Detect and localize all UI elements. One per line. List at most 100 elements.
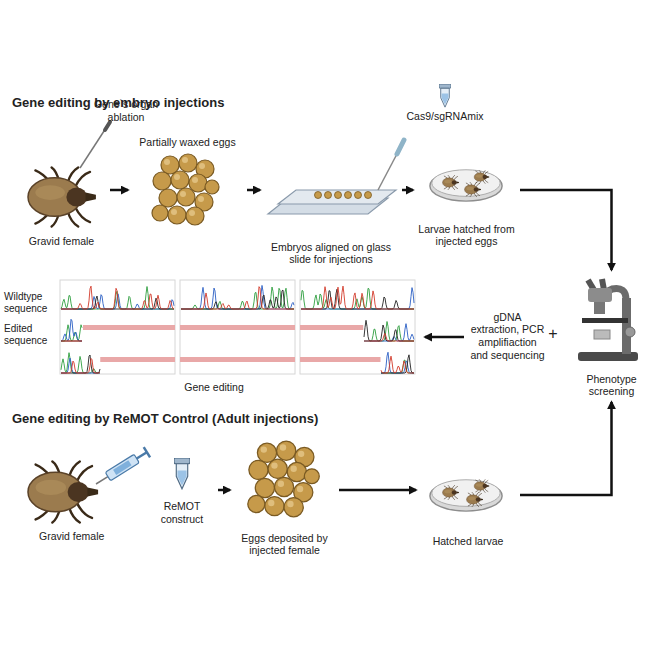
- cas9-tube-part: [439, 84, 451, 107]
- ablation-needle-part: [105, 122, 110, 130]
- step-caption: Embryos aligned on glass slide for injec…: [265, 241, 397, 266]
- figure-step: Partially waxed eggs: [130, 134, 245, 231]
- petri-dish-bottom-part: [443, 485, 459, 499]
- chromatogram-panel-part: [83, 325, 175, 330]
- chromatogram-panel-part: [61, 341, 82, 342]
- flow-arrow: [402, 189, 413, 192]
- ablation-needle: [80, 122, 110, 168]
- egg-cluster-top-part: [152, 154, 219, 225]
- flow-arrow: [520, 402, 612, 495]
- figure-step: Hatched larvae: [418, 460, 518, 550]
- chromatogram-panel-part: [61, 287, 174, 309]
- petri-dish-bottom-part: [430, 480, 502, 511]
- step-caption: Phenotype screening: [568, 373, 655, 398]
- annotation-label: Gene`s organ ablation: [86, 98, 166, 123]
- step-caption: Eggs deposited by injected female: [235, 532, 334, 557]
- egg-cluster-top: [152, 154, 219, 225]
- chromatogram-panel-part: [61, 358, 100, 373]
- chromatogram-panel-part: [301, 286, 414, 309]
- figure-step: Larvae hatched from injected eggs: [415, 155, 518, 250]
- chromatogram-panel-part: [61, 325, 82, 341]
- chromatogram-panel-part: [300, 325, 363, 330]
- flow-arrow: [425, 336, 464, 339]
- chromatogram-panel-part: [61, 286, 174, 309]
- chromatogram-panel-part: [301, 289, 414, 309]
- injection-needle: [378, 140, 404, 190]
- chromatogram-panel-part: [61, 358, 100, 373]
- injection-needle-part: [397, 140, 404, 154]
- glass-slides-part-part: [345, 192, 352, 199]
- remot-tube: [174, 458, 190, 489]
- chromatogram-panel-part: [61, 340, 82, 341]
- chromatogram-panel-part: [381, 356, 414, 373]
- injection-syringe: [93, 447, 150, 489]
- injection-syringe-part: [96, 477, 108, 484]
- annotation-label: Cas9/sgRNAmix: [396, 110, 494, 123]
- flow-arrow: [339, 489, 416, 492]
- microscope-icon-part: [625, 327, 635, 337]
- glass-slides-part: [278, 190, 396, 204]
- annotation-label: ReMOT construct: [146, 500, 218, 525]
- section-heading: Gene editing by embryo injections: [12, 95, 342, 111]
- chromatogram-panel-part: [61, 319, 82, 341]
- microscope-icon-part: [588, 288, 612, 302]
- flow-arrow: [218, 489, 230, 492]
- chromatogram-panel-part: [301, 288, 414, 309]
- step-caption: Gravid female: [39, 530, 213, 543]
- gravid-tick-bottom-part: [28, 462, 98, 523]
- petri-dish-bottom-part: [474, 479, 489, 492]
- microscope-icon-part: [594, 302, 605, 314]
- glass-slides-part-part: [355, 192, 362, 199]
- injection-syringe-part: [113, 460, 131, 475]
- microscope-icon-part: [594, 330, 610, 339]
- figure-step: Phenotype screening: [565, 272, 658, 400]
- petri-dish-top-part: [430, 170, 502, 201]
- chromatogram-panel-part: [300, 280, 415, 374]
- step-caption: gDNA extraction, PCR amplifiaction and s…: [469, 311, 546, 361]
- gravid-tick-top-part: [28, 167, 96, 226]
- chromatogram-panel-part: [364, 322, 414, 341]
- glass-slides-part-part: [325, 192, 332, 199]
- chromatogram-panel-part: [60, 280, 175, 374]
- injection-syringe-part: [137, 452, 147, 458]
- chromatogram-panel-part: [381, 355, 414, 373]
- chromatogram-panel-part: [364, 333, 414, 341]
- annotation-label: Wildtype sequence: [4, 291, 60, 315]
- annotation-label: Edited sequence: [4, 323, 60, 347]
- figure-step: Gene editing: [5, 278, 423, 396]
- chromatogram-panel-part: [180, 325, 295, 330]
- microscope-icon: [578, 279, 638, 361]
- petri-dish-bottom-part: [467, 492, 483, 506]
- flow-arrow: [247, 189, 260, 192]
- chromatogram-panel-part: [181, 285, 294, 309]
- glass-slides-part-part: [315, 192, 322, 199]
- egg-cluster-bottom-part: [248, 441, 319, 517]
- chromatogram-panel-part: [61, 355, 100, 373]
- step-caption: Gene editing: [8, 381, 420, 394]
- cas9-tube: [439, 84, 451, 107]
- petri-dish-bottom: [430, 479, 502, 511]
- figure-step: gDNA extraction, PCR amplifiaction and s…: [466, 300, 549, 372]
- chromatogram-panel-part: [364, 324, 414, 341]
- chromatogram-panel-part: [180, 280, 295, 374]
- gravid-tick-top: [28, 167, 96, 226]
- petri-dish-top-part: [474, 170, 489, 183]
- chromatogram-panel-part: [300, 357, 381, 362]
- flow-arrow: [110, 189, 128, 192]
- petri-dish-top: [430, 170, 502, 201]
- figure-step: Gravid female: [15, 445, 216, 545]
- egg-cluster-bottom: [248, 441, 319, 517]
- flow-arrow: [520, 190, 612, 270]
- figure-step: Embryos aligned on glass slide for injec…: [262, 170, 400, 268]
- glass-slides: [268, 190, 396, 214]
- glass-slides-part: [315, 192, 372, 199]
- injection-syringe-part: [144, 447, 150, 457]
- chromatogram-panel-part: [181, 290, 294, 309]
- injection-syringe-part: [105, 454, 139, 480]
- annotation-label: +: [545, 324, 561, 343]
- glass-slides-part-part: [365, 192, 372, 199]
- injection-needle-part: [378, 152, 398, 190]
